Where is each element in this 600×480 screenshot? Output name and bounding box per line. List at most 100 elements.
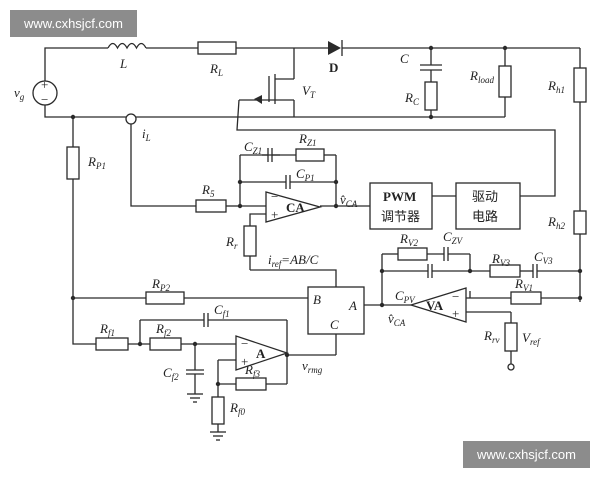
cf2-label: Cf2 xyxy=(163,365,179,382)
rh2-label: Rh2 xyxy=(547,214,565,231)
op-amp-va xyxy=(408,287,467,323)
junction-dots xyxy=(70,45,583,387)
rl-label: RL xyxy=(209,61,223,78)
rz1-label: RZ1 xyxy=(298,131,316,148)
capacitor-label: C xyxy=(400,51,409,66)
vrmg-label: vrmg xyxy=(302,358,323,375)
capacitor-c xyxy=(420,64,442,71)
vref-terminal xyxy=(507,363,515,371)
resistor-rrv xyxy=(504,322,518,352)
rv2-label: RV2 xyxy=(399,231,418,248)
resistor-rv2 xyxy=(397,247,428,261)
resistor-rc xyxy=(424,81,438,111)
a-minus: − xyxy=(241,336,248,351)
resistor-rl xyxy=(197,41,237,55)
capacitor-cz1 xyxy=(262,148,280,162)
switch-label: VT xyxy=(302,83,316,100)
resistor-rp1 xyxy=(66,146,80,180)
resistor-rf3 xyxy=(235,377,267,391)
multiplier-block xyxy=(307,286,365,335)
iref-label: iref=AB/C xyxy=(268,252,319,269)
voltage-source: + − xyxy=(32,77,58,107)
cv3-label: CV3 xyxy=(534,249,553,266)
capacitor-cf1 xyxy=(203,313,209,327)
pwm-block xyxy=(369,182,433,230)
rf1-label: Rf1 xyxy=(99,321,115,338)
va-plus: + xyxy=(452,306,459,321)
ca-label: CA xyxy=(286,200,305,215)
cp1-label: CP1 xyxy=(296,166,315,183)
rp1-label: RP1 xyxy=(87,154,106,171)
rc-label: RC xyxy=(404,90,420,107)
op-amp-a xyxy=(235,335,290,371)
resistor-rh2 xyxy=(573,210,587,235)
ca-output-label: v̂CA xyxy=(340,192,358,209)
current-sense-label: iL xyxy=(142,126,151,143)
current-sensor xyxy=(125,113,137,125)
resistor-rload xyxy=(498,65,512,98)
rr-label: Rr xyxy=(225,234,238,251)
source-label: vg xyxy=(14,85,25,102)
diode-label: D xyxy=(329,60,338,75)
resistor-rf0 xyxy=(211,396,225,425)
mosfet-switch xyxy=(254,74,276,104)
pwm-sublabel: 调节器 xyxy=(381,210,420,225)
rf0-label: Rf0 xyxy=(229,400,245,417)
capacitor-cv3 xyxy=(532,264,538,278)
ground-rf0 xyxy=(210,431,226,441)
ca-plus: + xyxy=(271,207,278,222)
rrv-label: Rrv xyxy=(483,328,499,345)
driver-label-2: 电路 xyxy=(472,209,498,225)
resistor-rv1 xyxy=(510,291,542,305)
resistor-rr xyxy=(243,225,257,257)
a-label: A xyxy=(256,346,266,361)
cpv-label: CPV xyxy=(395,288,416,305)
rv3-label: RV3 xyxy=(491,251,510,268)
inductor-label: L xyxy=(119,56,127,71)
a-plus: + xyxy=(241,354,248,369)
vref-label: Vref xyxy=(522,330,541,347)
capacitor-cpv xyxy=(427,264,433,278)
capacitor-cp1 xyxy=(285,175,291,189)
op-amp-ca xyxy=(265,191,323,223)
capacitor-czv xyxy=(443,247,449,261)
pwm-label: PWM xyxy=(383,189,416,204)
watermark-top: www.cxhsjcf.com xyxy=(10,10,137,37)
inductor xyxy=(107,42,147,50)
rv1-label: RV1 xyxy=(514,276,533,293)
resistor-rf2 xyxy=(149,337,182,351)
watermark-bottom: www.cxhsjcf.com xyxy=(463,441,590,468)
driver-block xyxy=(455,182,521,230)
resistor-rh1 xyxy=(573,67,587,103)
resistor-r5 xyxy=(195,199,227,213)
source-minus-sign: − xyxy=(41,92,48,107)
czv-label: CZV xyxy=(443,229,464,246)
rp2-label: RP2 xyxy=(151,276,170,293)
capacitor-cf2 xyxy=(186,369,204,375)
source-plus-sign: + xyxy=(41,77,48,92)
ground-cf2 xyxy=(187,393,203,403)
va-output-label: v̂CA xyxy=(388,311,406,328)
va-label: VA xyxy=(426,298,444,313)
wires xyxy=(44,47,581,432)
cf1-label: Cf1 xyxy=(214,302,230,319)
ca-minus: − xyxy=(271,189,278,204)
resistor-rf1 xyxy=(95,337,129,351)
driver-label-1: 驱动 xyxy=(472,190,498,205)
va-minus: − xyxy=(452,289,459,304)
multiplier-a: A xyxy=(348,298,357,313)
r5-label: R5 xyxy=(201,182,215,199)
rload-label: Rload xyxy=(469,68,494,85)
multiplier-c: C xyxy=(330,317,339,332)
diode xyxy=(328,40,343,56)
resistor-rv3 xyxy=(489,264,521,278)
rf2-label: Rf2 xyxy=(155,321,171,338)
rh1-label: Rh1 xyxy=(547,78,565,95)
resistor-rz1 xyxy=(295,148,325,162)
resistor-rp2 xyxy=(145,291,185,305)
rf3-label: Rf3 xyxy=(244,362,260,379)
cz1-label: CZ1 xyxy=(244,139,262,156)
multiplier-b: B xyxy=(313,292,321,307)
